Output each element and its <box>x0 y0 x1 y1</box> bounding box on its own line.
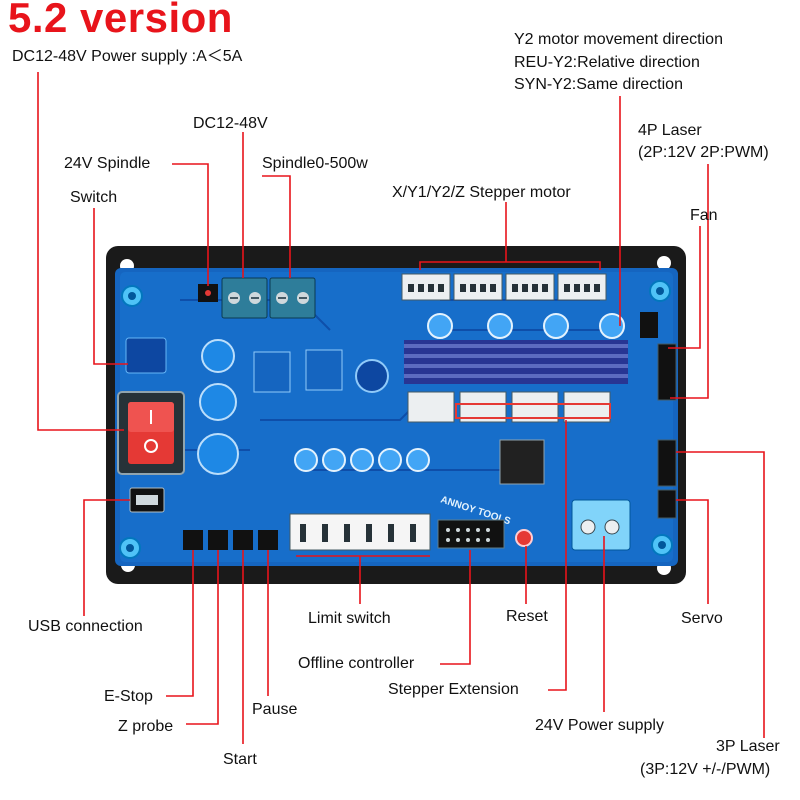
y2-direction-line1: Y2 motor movement direction <box>514 31 723 48</box>
start-label: Start <box>223 751 257 768</box>
laser-3p-line1: 3P Laser <box>716 738 780 755</box>
electrolytic-capacitors <box>197 313 625 475</box>
leader-estop <box>166 550 194 697</box>
usb-label: USB connection <box>28 618 143 635</box>
leader-usb <box>83 499 130 616</box>
stepper-heatsink <box>404 340 628 384</box>
spindle-power-label: Spindle0-500w <box>262 155 368 172</box>
driver-jumper-headers <box>407 391 611 423</box>
leader-laser-4p <box>670 164 709 399</box>
stepper-motor-headers <box>401 273 607 301</box>
right-side-headers <box>640 312 677 519</box>
estop-label: E-Stop <box>104 688 153 705</box>
power-terminal <box>221 277 268 319</box>
offline-controller-label: Offline controller <box>298 655 415 672</box>
leader-stepper-bracket <box>419 261 601 270</box>
laser-4p-line2: (2P:12V 2P:PWM) <box>638 144 769 161</box>
y2-direction-line3: SYN-Y2:Same direction <box>514 76 683 93</box>
limit-switch-label: Limit switch <box>308 610 391 627</box>
power-24v-label: 24V Power supply <box>535 717 664 734</box>
leader-switch <box>93 208 128 365</box>
fan-label: Fan <box>690 207 718 224</box>
spindle-terminal <box>269 277 316 319</box>
leader-zprobe <box>186 550 219 725</box>
pause-label: Pause <box>252 701 298 718</box>
leader-limit-switch <box>296 555 430 604</box>
leader-offline-controller <box>440 550 471 665</box>
laser-4p-line1: 4P Laser <box>638 122 702 139</box>
laser-3p-line2: (3P:12V +/-/PWM) <box>640 761 771 778</box>
servo-label: Servo <box>681 610 723 627</box>
spindle-24v-label: 24V Spindle <box>64 155 151 172</box>
power-supply-label: DC12-48V Power supply :A＜5A <box>12 48 243 65</box>
reset-button-part <box>515 529 533 547</box>
leader-servo <box>676 499 709 604</box>
version-title: 5.2 version <box>8 0 233 41</box>
zprobe-label: Z probe <box>118 718 174 735</box>
leader-power-supply <box>37 72 124 431</box>
leader-stepper-extension <box>548 420 567 691</box>
rocker-switch <box>117 391 185 475</box>
power-24v-terminal <box>571 499 631 551</box>
leader-spindle-power <box>262 175 291 278</box>
control-pin-headers <box>183 513 505 551</box>
voltage-regulators <box>253 349 389 393</box>
switch-connector <box>125 337 167 374</box>
frame-mount-hole <box>657 256 671 270</box>
microcontroller-chip <box>499 439 545 485</box>
leader-fan <box>668 226 701 349</box>
stepper-motor-label: X/Y1/Y2/Z Stepper motor <box>392 184 571 201</box>
leader-laser-3p <box>676 451 765 738</box>
leader-spindle-24v <box>172 163 209 286</box>
reset-label: Reset <box>506 608 548 625</box>
switch-label: Switch <box>70 189 118 206</box>
y2-direction-line2: REU-Y2:Relative direction <box>514 54 700 71</box>
stepper-extension-label: Stepper Extension <box>388 681 519 698</box>
brass-standoffs <box>119 280 673 559</box>
dc-input-label: DC12-48V <box>193 115 268 132</box>
